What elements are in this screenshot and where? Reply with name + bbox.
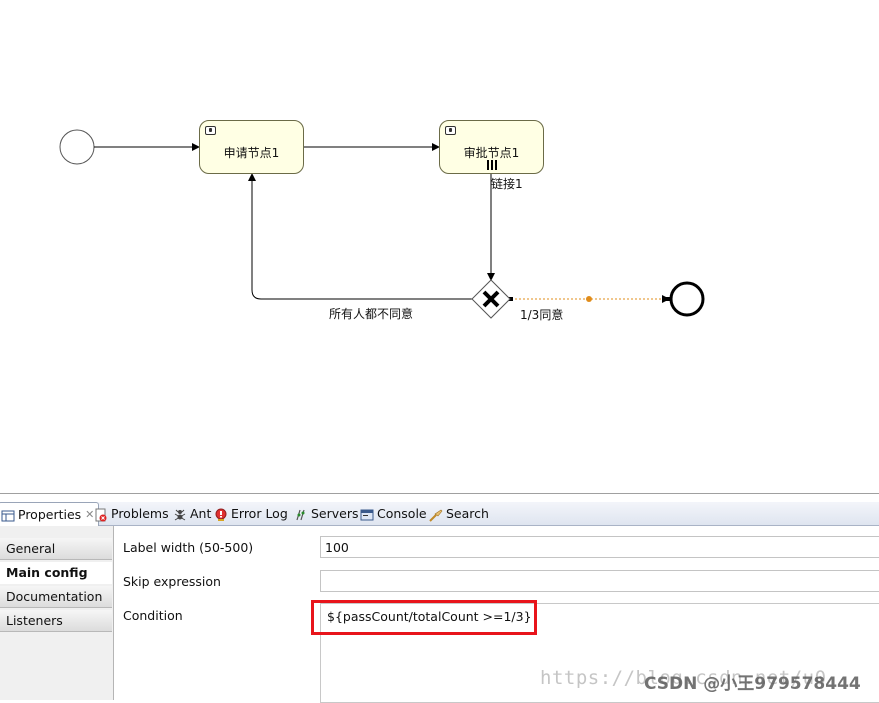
tab-label: Error Log	[231, 505, 288, 521]
servers-icon	[294, 507, 308, 521]
watermark-csdn: CSDN @小王979578444	[644, 674, 861, 694]
tab-label: Servers	[311, 505, 359, 521]
diagram-connectors	[59, 129, 705, 319]
view-tab-bar: Properties ✕ Problems Ant Error Log Se	[0, 502, 879, 526]
sidebar-item-listeners[interactable]: Listeners	[0, 610, 112, 632]
label-width-label: Label width (50-500)	[123, 540, 254, 555]
gateway-x-icon	[482, 290, 500, 308]
ant-icon	[173, 507, 187, 521]
tab-label: Properties	[18, 506, 82, 522]
properties-icon	[1, 508, 15, 522]
skip-expression-label: Skip expression	[123, 574, 221, 589]
condition-label: Condition	[123, 608, 183, 623]
tab-error-log[interactable]: Error Log	[214, 502, 288, 525]
label-width-input[interactable]: 100	[320, 536, 879, 558]
diagram-canvas[interactable]: 申请节点1 审批节点1 链接1 所有人都不同意 1/3同意	[0, 0, 879, 493]
start-event[interactable]	[59, 129, 95, 165]
sidebar-item-main-config[interactable]: Main config	[0, 562, 112, 584]
flow-label-link[interactable]: 链接1	[491, 177, 523, 191]
flow-label-reject[interactable]: 所有人都不同意	[329, 307, 414, 321]
problems-icon	[94, 507, 108, 521]
tab-search[interactable]: Search	[429, 502, 489, 525]
user-task-icon	[205, 126, 216, 135]
task-label: 审批节点1	[463, 146, 520, 160]
tab-ant[interactable]: Ant	[173, 502, 211, 525]
search-icon	[429, 507, 443, 522]
selection-midpoint-handle[interactable]	[586, 296, 592, 302]
close-icon[interactable]: ✕	[85, 507, 95, 521]
selection-handle[interactable]	[666, 297, 670, 301]
task-label: 申请节点1	[223, 146, 280, 160]
error-log-icon	[214, 507, 228, 521]
console-icon	[360, 507, 374, 521]
tab-label: Console	[377, 505, 427, 521]
task-apply-node[interactable]: 申请节点1	[199, 120, 304, 174]
tab-label: Problems	[111, 505, 169, 521]
sidebar-item-documentation[interactable]: Documentation	[0, 586, 112, 608]
tab-console[interactable]: Console	[360, 502, 427, 525]
skip-expression-input[interactable]	[320, 570, 879, 592]
flow-gateway-to-task1[interactable]	[248, 173, 472, 300]
end-event[interactable]	[669, 281, 705, 317]
tab-properties[interactable]: Properties ✕	[0, 502, 100, 526]
selection-handle[interactable]	[509, 297, 513, 301]
multi-instance-icon	[487, 160, 497, 170]
user-task-icon	[445, 126, 456, 135]
properties-sidebar: General Main config Documentation Listen…	[0, 526, 114, 700]
tab-servers[interactable]: Servers	[294, 502, 359, 525]
sidebar-item-general[interactable]: General	[0, 538, 112, 560]
condition-input[interactable]: ${passCount/totalCount >=1/3}	[320, 603, 879, 703]
tab-problems[interactable]: Problems	[94, 502, 169, 525]
flow-label-approve[interactable]: 1/3同意	[520, 308, 564, 322]
watermark-url: https://blog.csdn.net/u0	[540, 667, 827, 689]
tab-label: Search	[446, 505, 489, 521]
task-approve-node[interactable]: 审批节点1	[439, 120, 544, 174]
tab-label: Ant	[190, 505, 212, 521]
